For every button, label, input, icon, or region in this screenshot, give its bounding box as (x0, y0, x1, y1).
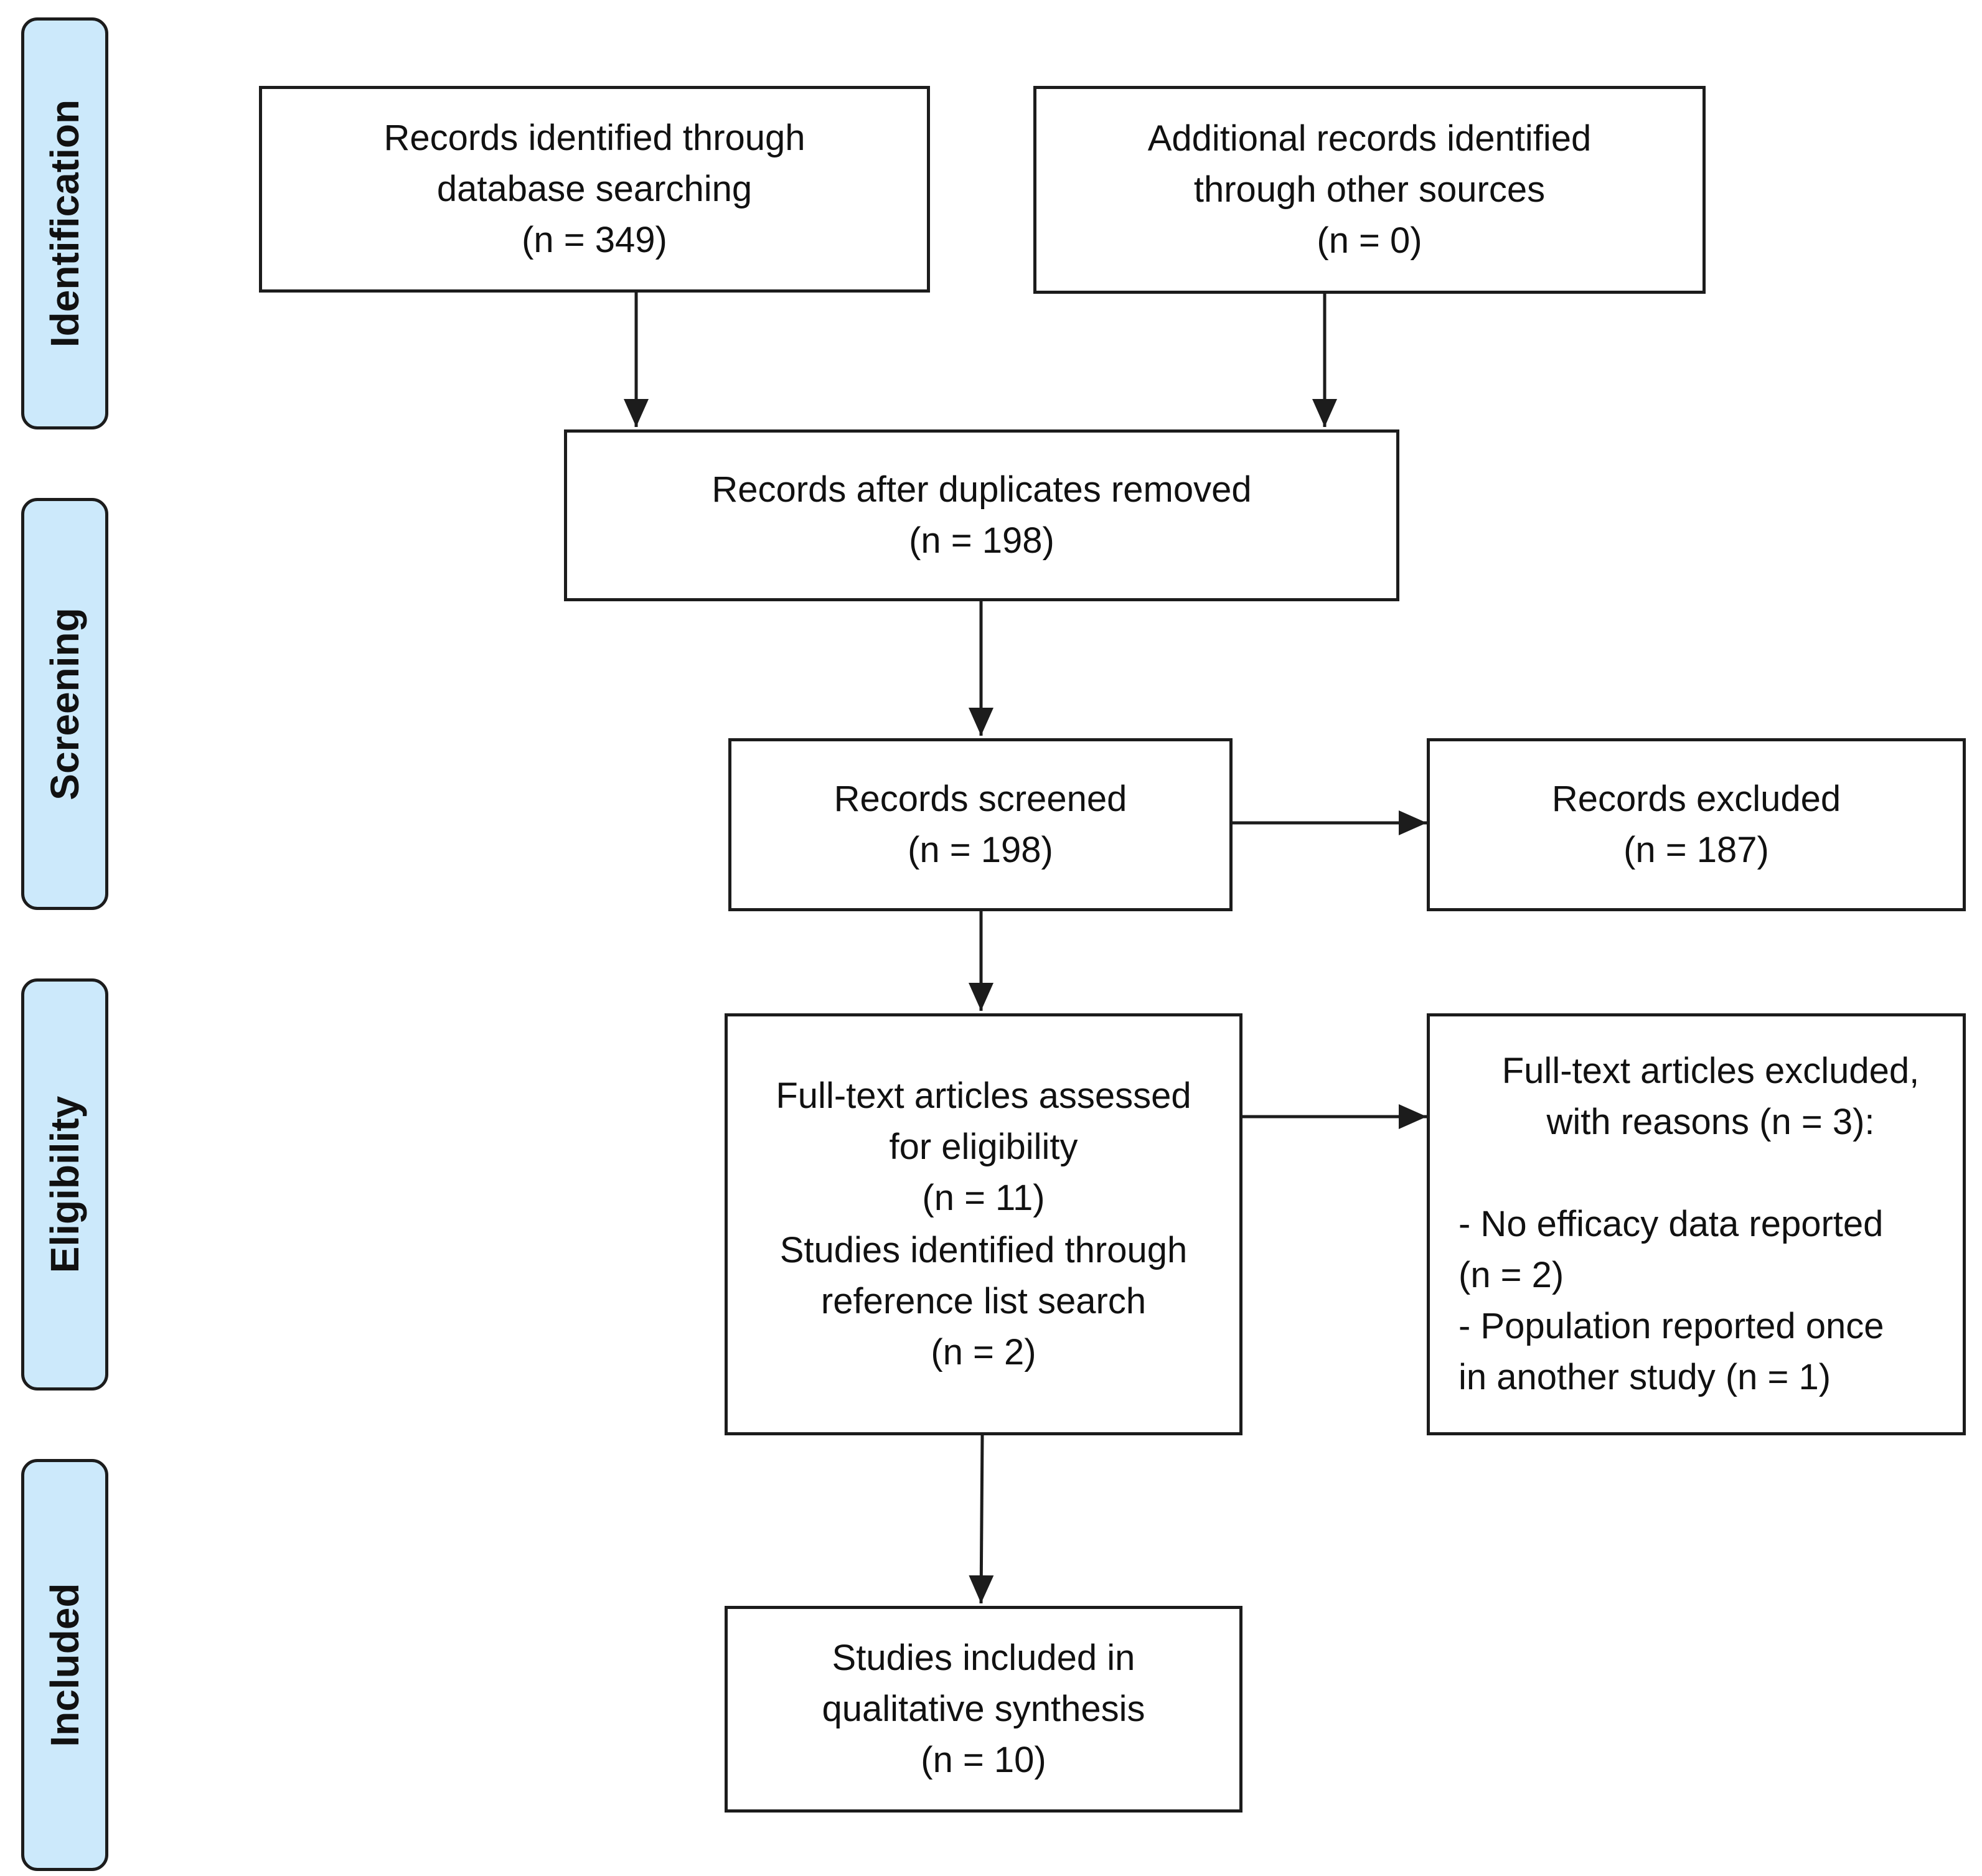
exclusion-reason-2: - Population reported once (1458, 1306, 1884, 1346)
box-database-search: Records identified through database sear… (259, 86, 930, 293)
records-excluded-line-1: Records excluded (1551, 779, 1841, 819)
stage-identification: Identification (21, 17, 108, 429)
full-text-assessed-count: (n = 11) (922, 1178, 1045, 1218)
box-included-synthesis: Studies included in qualitative synthesi… (725, 1606, 1242, 1813)
full-text-excluded-heading-2: with reasons (n = 3): (1546, 1102, 1875, 1142)
records-screened-count: (n = 198) (908, 830, 1053, 870)
records-excluded-count: (n = 187) (1623, 830, 1769, 870)
records-screened-line-1: Records screened (834, 779, 1127, 819)
stage-included: Included (21, 1459, 108, 1871)
duplicates-removed-line-1: Records after duplicates removed (712, 469, 1252, 510)
included-synthesis-line-1: Studies included in (832, 1638, 1135, 1678)
full-text-assessed-line-2: for eligibility (889, 1127, 1078, 1167)
exclusion-reason-1: - No efficacy data reported (1458, 1204, 1884, 1244)
other-sources-line-1: Additional records identified (1147, 118, 1592, 159)
included-synthesis-count: (n = 10) (921, 1740, 1046, 1780)
database-search-line-1: Records identified through (383, 118, 805, 158)
exclusion-reason-1-count: (n = 2) (1458, 1255, 1564, 1295)
included-synthesis-line-2: qualitative synthesis (822, 1689, 1145, 1729)
box-duplicates-removed: Records after duplicates removed (n = 19… (564, 429, 1399, 601)
stage-screening: Screening (21, 498, 108, 910)
other-sources-count: (n = 0) (1317, 220, 1422, 261)
database-search-count: (n = 349) (522, 220, 667, 260)
database-search-line-2: database searching (436, 169, 753, 209)
box-records-screened: Records screened (n = 198) (728, 738, 1233, 911)
arrow-fulltext-to-included (969, 1435, 994, 1604)
box-full-text-excluded: Full-text articles excluded, with reason… (1427, 1013, 1966, 1435)
reference-search-count: (n = 2) (931, 1332, 1036, 1372)
box-other-sources: Additional records identified through ot… (1033, 86, 1706, 294)
full-text-excluded-heading-1: Full-text articles excluded, (1501, 1051, 1920, 1091)
box-full-text-assessed: Full-text articles assessed for eligibil… (725, 1013, 1242, 1435)
other-sources-line-2: through other sources (1193, 169, 1546, 210)
stage-eligibility: Eligibility (21, 978, 108, 1391)
full-text-assessed-line-1: Full-text articles assessed (776, 1076, 1191, 1116)
box-records-excluded: Records excluded (n = 187) (1427, 738, 1966, 911)
reference-search-line-1: Studies identified through (779, 1230, 1188, 1270)
duplicates-removed-count: (n = 198) (909, 520, 1054, 561)
reference-search-line-2: reference list search (820, 1281, 1147, 1321)
exclusion-reason-2-detail: in another study (n = 1) (1458, 1357, 1831, 1397)
